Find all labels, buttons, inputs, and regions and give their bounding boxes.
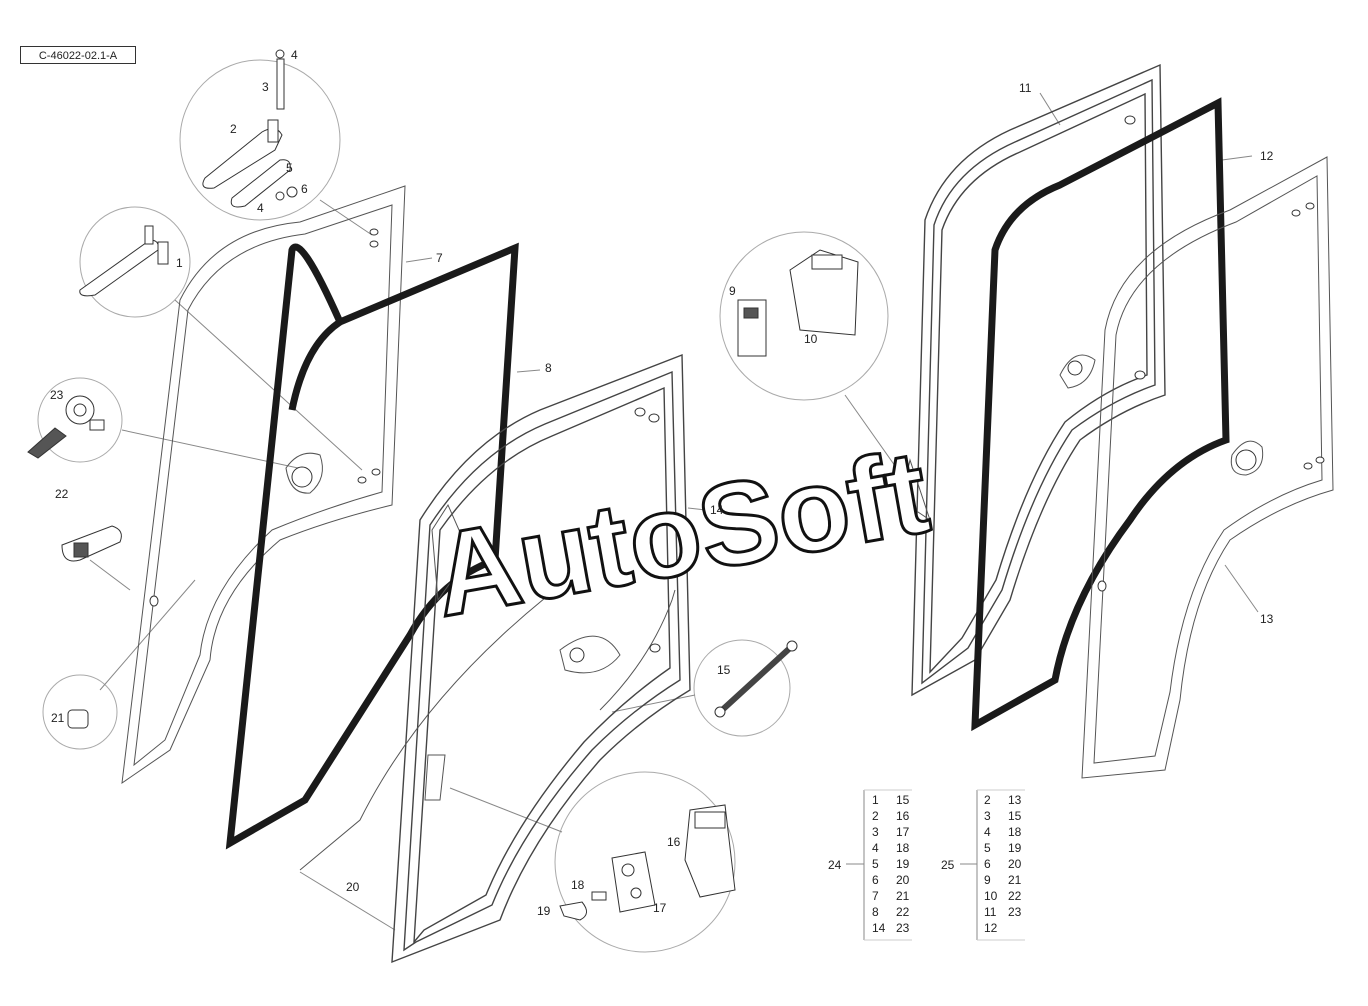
kit-25-c2-r5: 20 bbox=[1008, 857, 1022, 871]
kit-24-c2-r7: 21 bbox=[896, 889, 910, 903]
lock-detail-circle bbox=[554, 771, 736, 953]
kit-25-c2-r3: 18 bbox=[1008, 825, 1022, 839]
kit-24-c1-r8: 8 bbox=[872, 905, 879, 919]
left-door-glass bbox=[121, 185, 406, 785]
kit-24-label: 24 bbox=[828, 858, 842, 872]
kit-25-c1-r7: 10 bbox=[984, 889, 998, 903]
right-door-glass bbox=[1081, 156, 1334, 779]
kit-25-c1-r3: 4 bbox=[984, 825, 991, 839]
kit-24-c2-r5: 19 bbox=[896, 857, 910, 871]
callout-11: 11 bbox=[1019, 81, 1032, 95]
lock-parts bbox=[559, 804, 736, 921]
callout-1: 1 bbox=[176, 256, 183, 270]
kit-25-c2-r7: 22 bbox=[1008, 889, 1022, 903]
hinge-plate-detail-circle bbox=[79, 206, 191, 318]
callout-16: 16 bbox=[667, 835, 681, 849]
kit-25-c2-r1: 13 bbox=[1008, 793, 1022, 807]
callout-13: 13 bbox=[1260, 612, 1274, 626]
callout-4-bottom: 4 bbox=[257, 201, 264, 215]
hinge-plate-part bbox=[79, 225, 169, 297]
kit-25-c1-r5: 6 bbox=[984, 857, 991, 871]
rotary-handle-part bbox=[27, 395, 105, 459]
kit-24-c1-r2: 2 bbox=[872, 809, 879, 823]
callout-7: 7 bbox=[436, 251, 443, 265]
kit-24-c2-r3: 17 bbox=[896, 825, 910, 839]
callout-22: 22 bbox=[55, 487, 69, 501]
kit-25-c1-r6: 9 bbox=[984, 873, 991, 887]
callout-2: 2 bbox=[230, 122, 237, 136]
callout-19: 19 bbox=[537, 904, 551, 918]
kit-24-c1-r9: 14 bbox=[872, 921, 886, 935]
rubber-bumper-part bbox=[67, 709, 89, 729]
callout-3: 3 bbox=[262, 80, 269, 94]
callout-21: 21 bbox=[51, 711, 65, 725]
kit-25-c2-r4: 19 bbox=[1008, 841, 1022, 855]
kit-24-c1-r3: 3 bbox=[872, 825, 879, 839]
right-door-frame bbox=[901, 63, 1166, 697]
hinge-detail-circle bbox=[179, 59, 341, 221]
callout-20: 20 bbox=[346, 880, 360, 894]
callout-23: 23 bbox=[50, 388, 64, 402]
kit-25-c1-r4: 5 bbox=[984, 841, 991, 855]
kit-24-c2-r1: 15 bbox=[896, 793, 910, 807]
interior-handle-part bbox=[61, 525, 122, 562]
callout-17: 17 bbox=[653, 901, 667, 915]
callout-5: 5 bbox=[286, 161, 293, 175]
callout-8: 8 bbox=[545, 361, 552, 375]
hinge-parts bbox=[202, 49, 298, 208]
callout-15: 15 bbox=[717, 663, 731, 677]
callout-4-top: 4 bbox=[291, 48, 298, 62]
kit-24-c2-r8: 22 bbox=[896, 905, 910, 919]
kit-25-c2-r6: 21 bbox=[1008, 873, 1022, 887]
callout-9: 9 bbox=[729, 284, 736, 298]
kit-24-c1-r5: 5 bbox=[872, 857, 879, 871]
handle-detail-circle bbox=[37, 377, 123, 463]
gas-strut-detail-circle bbox=[693, 639, 791, 737]
kit-table-25: 25 2 3 4 5 6 9 10 11 12 13 15 18 19 20 2… bbox=[941, 789, 1025, 941]
callout-18: 18 bbox=[571, 878, 585, 892]
kit-24-c2-r6: 20 bbox=[896, 873, 910, 887]
callout-14: 14 bbox=[710, 503, 724, 517]
latch-parts bbox=[737, 249, 859, 357]
callout-12: 12 bbox=[1260, 149, 1274, 163]
kit-25-c1-r1: 2 bbox=[984, 793, 991, 807]
kit-24-c2-r9: 23 bbox=[896, 921, 910, 935]
kit-25-label: 25 bbox=[941, 858, 955, 872]
detail-circles bbox=[37, 59, 889, 953]
left-glass-gasket-curve bbox=[288, 319, 343, 411]
callout-numbers: 1 2 3 4 4 5 6 7 8 9 10 11 12 13 14 15 16… bbox=[50, 48, 1274, 918]
kit-25-c2-r8: 23 bbox=[1008, 905, 1022, 919]
drawing-reference-code: C-46022-02.1-A bbox=[20, 46, 136, 64]
kit-25-c1-r9: 12 bbox=[984, 921, 998, 935]
kit-24-c1-r7: 7 bbox=[872, 889, 879, 903]
kit-24-c2-r4: 18 bbox=[896, 841, 910, 855]
callout-6: 6 bbox=[301, 182, 308, 196]
right-glass-gasket bbox=[971, 97, 1230, 732]
left-glass-gasket bbox=[225, 242, 519, 850]
callout-10: 10 bbox=[804, 332, 818, 346]
kit-table-24: 24 1 2 3 4 5 6 7 8 14 15 16 17 18 19 20 … bbox=[828, 789, 912, 941]
kit-24-c2-r2: 16 bbox=[896, 809, 910, 823]
bumper-detail-circle bbox=[42, 674, 118, 750]
kit-25-c2-r2: 15 bbox=[1008, 809, 1022, 823]
kit-24-c1-r6: 6 bbox=[872, 873, 879, 887]
kit-25-c1-r2: 3 bbox=[984, 809, 991, 823]
kit-24-c1-r4: 4 bbox=[872, 841, 879, 855]
latch-detail-circle bbox=[719, 231, 889, 401]
kit-25-c1-r8: 11 bbox=[984, 905, 997, 919]
gas-strut-part bbox=[714, 640, 798, 718]
center-door-frame bbox=[299, 353, 691, 964]
leader-lines bbox=[89, 92, 1259, 931]
kit-24-c1-r1: 1 bbox=[872, 793, 879, 807]
